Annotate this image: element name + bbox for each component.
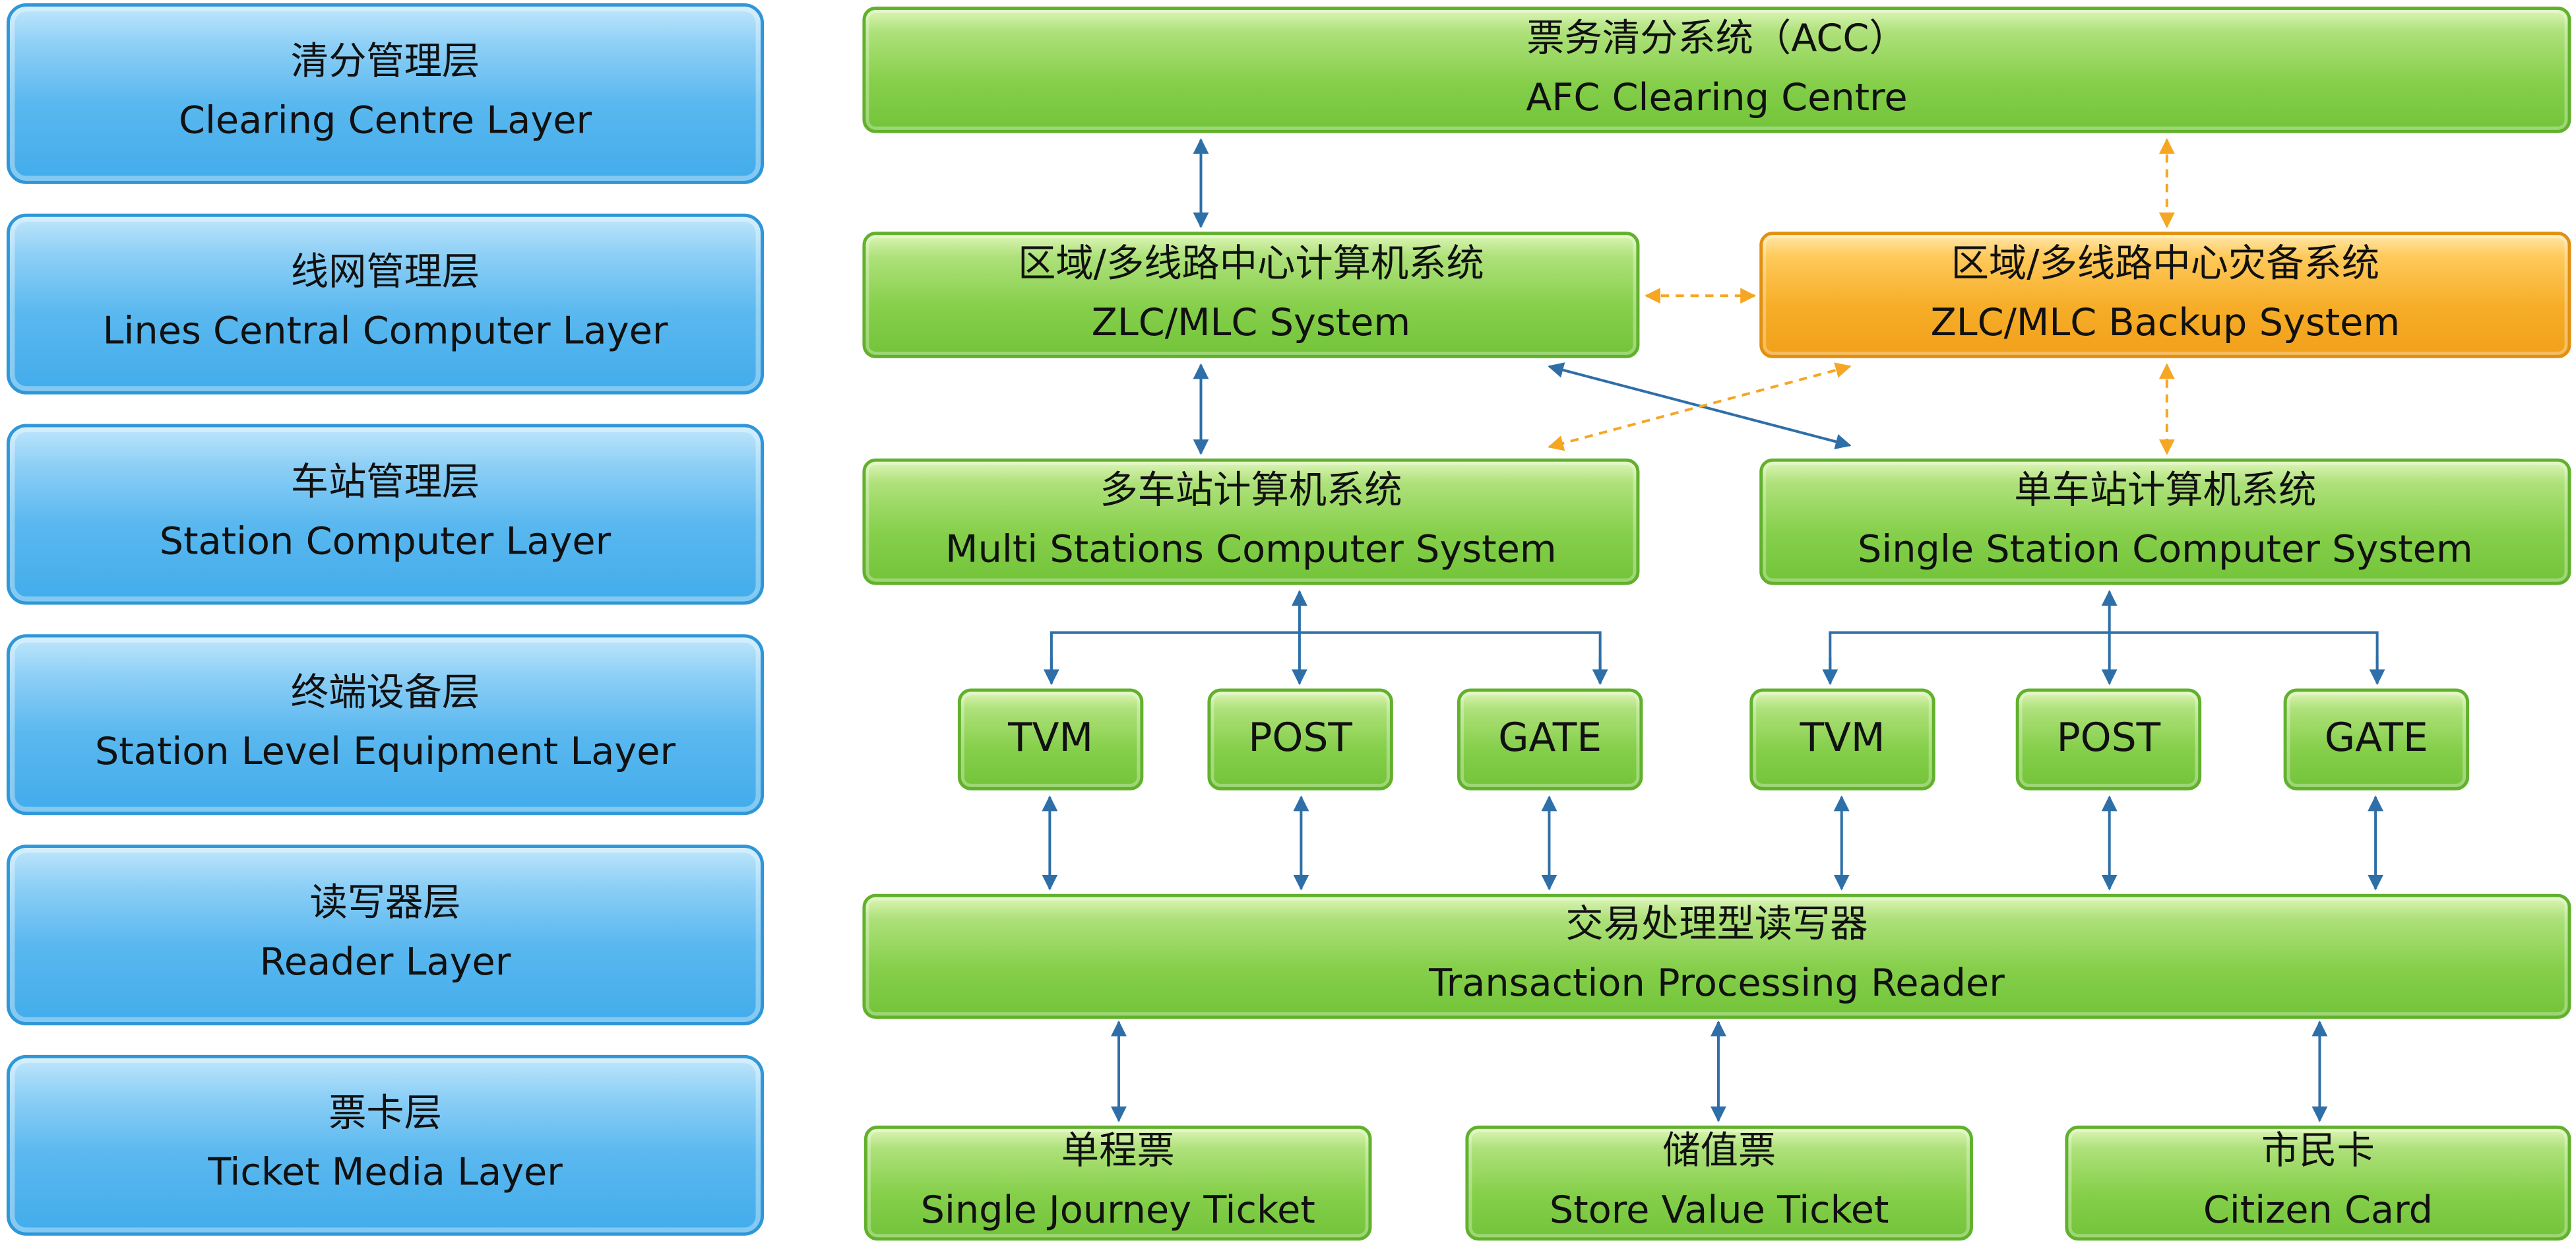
equipment-label: POST — [1248, 715, 1352, 762]
ticket-en: Citizen Card — [2203, 1190, 2434, 1233]
layer-zh: 票卡层 — [329, 1093, 442, 1136]
system-en: Transaction Processing Reader — [1429, 963, 2005, 1006]
bus-left — [1050, 631, 1602, 684]
layer-en: Station Computer Layer — [159, 521, 612, 564]
equipment-gate-right: GATE — [2283, 688, 2470, 790]
zlc-mlc-system-box: 区域/多线路中心计算机系统 ZLC/MLC System — [862, 232, 1640, 358]
layer-station-equipment: 终端设备层 Station Level Equipment Layer — [6, 634, 765, 816]
layer-zh: 车站管理层 — [290, 462, 480, 505]
zlc-mlc-backup-box: 区域/多线路中心灾备系统 ZLC/MLC Backup System — [1759, 232, 2571, 358]
equipment-tvm-right: TVM — [1749, 688, 1935, 790]
layer-zh: 线网管理层 — [290, 251, 480, 295]
single-station-system-box: 单车站计算机系统 Single Station Computer System — [1759, 458, 2571, 585]
layer-zh: 读写器层 — [309, 883, 461, 926]
layer-en: Station Level Equipment Layer — [94, 731, 676, 774]
system-en: Multi Stations Computer System — [945, 528, 1557, 571]
ticket-single-journey: 单程票 Single Journey Ticket — [864, 1125, 1372, 1241]
multi-station-system-box: 多车站计算机系统 Multi Stations Computer System — [862, 458, 1640, 585]
system-en: Single Station Computer System — [1857, 528, 2473, 571]
layer-station-computer: 车站管理层 Station Computer Layer — [6, 424, 765, 605]
ticket-zh: 市民卡 — [2261, 1131, 2375, 1174]
layer-lines-central: 线网管理层 Lines Central Computer Layer — [6, 213, 765, 395]
equipment-post-right: POST — [2015, 688, 2202, 790]
ticket-store-value: 储值票 Store Value Ticket — [1465, 1125, 1973, 1241]
layer-en: Clearing Centre Layer — [178, 100, 592, 143]
layer-ticket-media: 票卡层 Ticket Media Layer — [6, 1054, 765, 1236]
equipment-label: GATE — [1498, 715, 1602, 762]
equipment-label: POST — [2056, 715, 2161, 762]
layer-zh: 终端设备层 — [290, 672, 480, 716]
ticket-en: Single Journey Ticket — [920, 1190, 1315, 1233]
system-zh: 区域/多线路中心计算机系统 — [1018, 243, 1484, 286]
layer-en: Ticket Media Layer — [208, 1151, 563, 1195]
system-zh: 单车站计算机系统 — [2014, 469, 2317, 513]
ticket-en: Store Value Ticket — [1549, 1190, 1889, 1233]
ticket-zh: 储值票 — [1662, 1131, 1776, 1174]
system-zh: 多车站计算机系统 — [1100, 469, 1402, 513]
layer-zh: 清分管理层 — [290, 42, 480, 84]
system-en: AFC Clearing Centre — [1526, 76, 1908, 119]
equipment-label: GATE — [2324, 715, 2428, 762]
transaction-reader-box: 交易处理型读写器 Transaction Processing Reader — [862, 893, 2571, 1019]
ticket-citizen-card: 市民卡 Citizen Card — [2065, 1125, 2571, 1241]
bus-right — [1829, 631, 2379, 684]
layer-en: Lines Central Computer Layer — [102, 310, 668, 354]
layer-reader: 读写器层 Reader Layer — [6, 845, 765, 1026]
equipment-post-left: POST — [1207, 688, 1393, 790]
ticket-zh: 单程票 — [1061, 1131, 1175, 1174]
acc-system-box: 票务清分系统（ACC） AFC Clearing Centre — [862, 6, 2571, 133]
system-zh: 区域/多线路中心灾备系统 — [1951, 243, 2380, 286]
layer-clearing-centre: 清分管理层 Clearing Centre Layer — [6, 3, 765, 184]
dashed-backup-multi — [1548, 362, 1852, 451]
equipment-label: TVM — [1800, 715, 1885, 762]
layer-en: Reader Layer — [259, 941, 511, 984]
system-zh: 交易处理型读写器 — [1565, 904, 1868, 947]
system-en: ZLC/MLC Backup System — [1930, 301, 2401, 344]
equipment-gate-left: GATE — [1457, 688, 1643, 790]
system-zh: 票务清分系统（ACC） — [1526, 18, 1907, 61]
system-en: ZLC/MLC System — [1091, 301, 1411, 344]
equipment-tvm-left: TVM — [957, 688, 1144, 790]
equipment-label: TVM — [1008, 715, 1094, 762]
